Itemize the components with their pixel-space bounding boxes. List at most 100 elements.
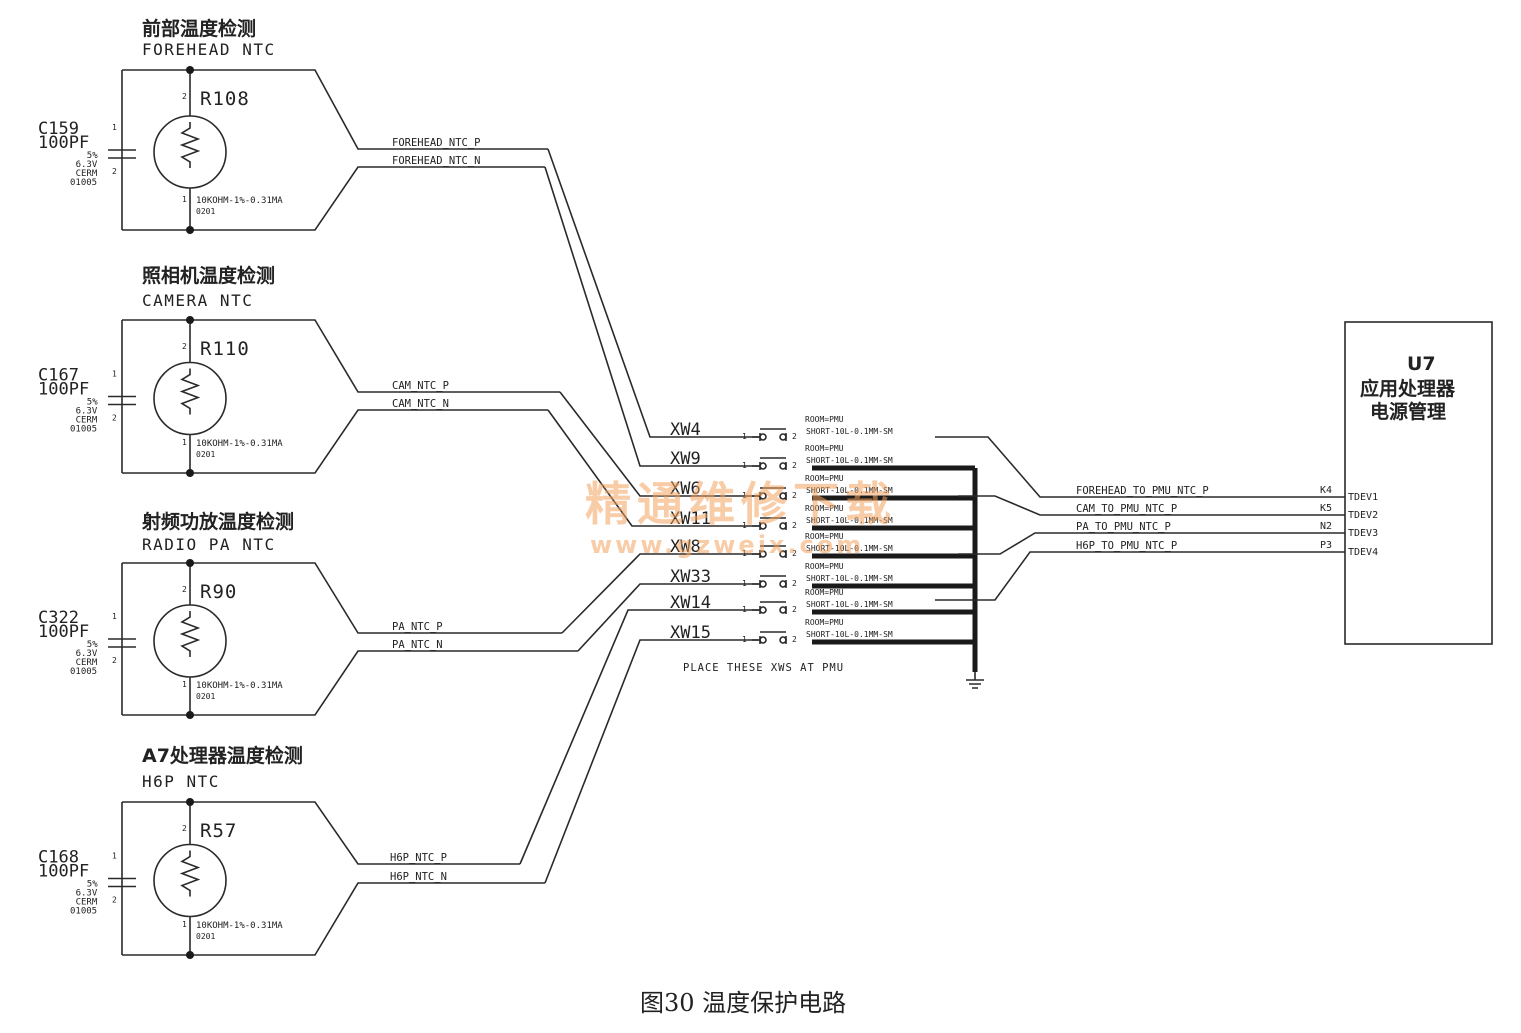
pin-number: 2 — [792, 635, 797, 644]
thermistor-symbol — [153, 115, 227, 189]
pmu-net-label: H6P_TO_PMU_NTC_P — [1076, 540, 1177, 552]
section-subtitle: FOREHEAD NTC — [142, 40, 276, 59]
xw-pad — [779, 522, 787, 530]
resistor-ref: R110 — [200, 338, 250, 360]
pin-number: 1 — [742, 521, 747, 530]
pmu-pin: TDEV2 — [1348, 510, 1378, 521]
net-label: CAM_NTC_N — [392, 398, 449, 410]
u7-name-line2: 电源管理 — [1370, 400, 1446, 423]
rail-bottom — [122, 166, 545, 231]
pin-number: 2 — [112, 414, 117, 423]
pin-number: 1 — [182, 438, 187, 447]
pin-number: 2 — [792, 461, 797, 470]
pin-number: 1 — [742, 491, 747, 500]
capacitor-spec: 5% — [87, 640, 98, 650]
rail-bottom — [122, 409, 548, 474]
pin-number: 1 — [742, 579, 747, 588]
pmu-ball: K4 — [1320, 485, 1332, 496]
xw-ref: XW11 — [670, 509, 711, 529]
xw-room: ROOM=PMU — [805, 618, 844, 627]
xw-pad — [759, 462, 767, 470]
pmu-net-label: CAM_TO_PMU_NTC_P — [1076, 503, 1177, 515]
resistor-package: 0201 — [196, 932, 215, 941]
junction-dot — [186, 798, 194, 806]
capacitor-spec: CERM — [76, 898, 98, 908]
pin-number: 1 — [182, 680, 187, 689]
pin-number: 2 — [792, 521, 797, 530]
watermark-text: 精通维修下载 — [585, 477, 897, 531]
xw-part: SHORT-10L-0.1MM-SM — [806, 630, 893, 639]
u7-ref: U7 — [1407, 353, 1436, 375]
capacitor-spec: CERM — [76, 416, 98, 426]
resistor-ref: R90 — [200, 581, 237, 603]
capacitor-ref: C167 — [38, 366, 79, 386]
xw-pad — [759, 606, 767, 614]
junction-dot — [186, 711, 194, 719]
thermistor-symbol — [153, 361, 227, 436]
resistor-spec: 10KOHM-1%-0.31MA — [196, 196, 283, 206]
capacitor-value: 100PF — [38, 862, 89, 882]
capacitor-spec: 5% — [87, 880, 98, 890]
resistor-spec: 10KOHM-1%-0.31MA — [196, 439, 283, 449]
xw-ref: XW15 — [670, 623, 711, 643]
junction-dot — [186, 316, 194, 324]
junction-dot — [186, 469, 194, 477]
capacitor-spec: 5% — [87, 151, 98, 161]
pin-number: 1 — [112, 370, 117, 379]
pin-number: 1 — [742, 432, 747, 441]
capacitor-spec: CERM — [76, 169, 98, 179]
pmu-wire — [935, 436, 1345, 498]
pin-number: 2 — [792, 549, 797, 558]
net-wire — [547, 409, 760, 527]
net-wire — [559, 391, 760, 497]
pmu-pin: TDEV3 — [1348, 528, 1378, 539]
thermistor-symbol — [153, 604, 227, 678]
capacitor-ref: C168 — [38, 848, 79, 868]
resistor-zigzag — [179, 122, 201, 168]
section-title: A7处理器温度检测 — [142, 744, 303, 767]
capacitor-symbol — [108, 149, 136, 159]
capacitor-symbol — [108, 877, 136, 888]
net-wire — [544, 166, 760, 467]
junction-dot — [186, 951, 194, 959]
xw-pad — [779, 462, 787, 470]
capacitor-value: 100PF — [38, 380, 89, 400]
capacitor-spec: 6.3V — [76, 407, 98, 417]
xw-pad — [759, 550, 767, 558]
capacitor-value: 100PF — [38, 133, 89, 153]
rail-top — [122, 69, 548, 150]
junction-dot — [186, 66, 194, 74]
pmu-pin: TDEV1 — [1348, 492, 1378, 503]
pmu-wire — [935, 551, 1345, 601]
pin-number: 2 — [112, 656, 117, 665]
xw-pad — [779, 550, 787, 558]
net-label: H6P_NTC_N — [390, 871, 447, 883]
pin-number: 1 — [182, 195, 187, 204]
pin-number: 1 — [742, 605, 747, 614]
net-label: PA_NTC_N — [392, 639, 443, 651]
pin-number: 1 — [742, 549, 747, 558]
rail-top — [122, 801, 520, 865]
resistor-package: 0201 — [196, 207, 215, 216]
rail-bottom — [122, 882, 545, 956]
xw-pad — [779, 606, 787, 614]
net-label: FOREHEAD_NTC_P — [392, 137, 481, 149]
pin-number: 2 — [182, 342, 187, 351]
capacitor-ref: C159 — [38, 119, 79, 139]
pmu-pin: TDEV4 — [1348, 547, 1378, 558]
resistor-spec: 10KOHM-1%-0.31MA — [196, 681, 283, 691]
xw-pad — [759, 580, 767, 588]
resistor-package: 0201 — [196, 450, 215, 459]
